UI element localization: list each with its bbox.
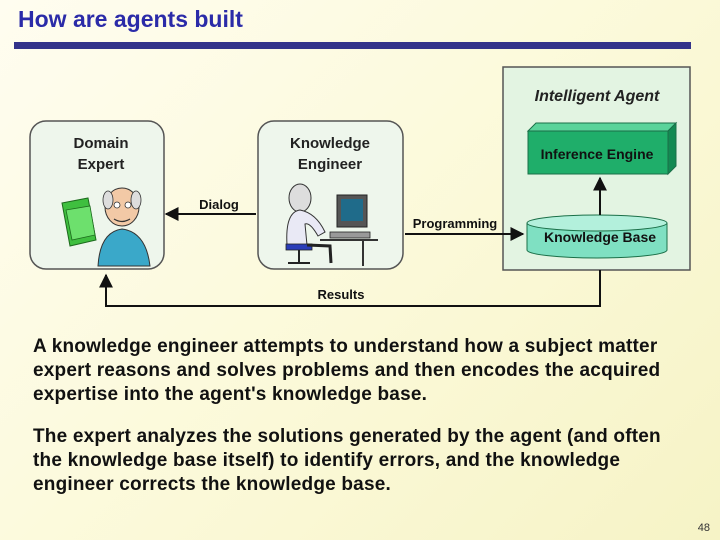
- domain-expert-figure-icon: [61, 187, 151, 267]
- knowledge-engineer-label-line2: Engineer: [298, 156, 362, 173]
- title-underline: [14, 42, 691, 49]
- results-arrow: [99, 270, 601, 307]
- intelligent-agent-label: Intelligent Agent: [535, 88, 660, 105]
- paragraph-knowledge-engineer-role: A knowledge engineer attempts to underst…: [33, 336, 661, 405]
- engineer-at-computer-icon: [285, 183, 378, 266]
- agent-building-diagram: Domain Expert Knowledge Engineer: [29, 66, 691, 307]
- paragraph-expert-analysis: The expert analyzes the solutions genera…: [33, 426, 661, 495]
- slide-title: How are agents built: [18, 6, 243, 32]
- results-label: Results: [318, 287, 365, 302]
- knowledge-base-label: Knowledge Base: [544, 229, 656, 245]
- domain-expert-label-line2: Expert: [78, 156, 125, 173]
- dialog-label: Dialog: [199, 197, 239, 212]
- knowledge-base-cylinder: [526, 214, 668, 259]
- knowledge-engineer-label-line1: Knowledge: [290, 135, 370, 152]
- domain-expert-label-line1: Domain: [73, 135, 128, 152]
- inference-engine-label: Inference Engine: [541, 146, 654, 162]
- inference-engine-box: [526, 121, 678, 176]
- programming-label: Programming: [413, 216, 498, 231]
- page-number: 48: [697, 522, 710, 534]
